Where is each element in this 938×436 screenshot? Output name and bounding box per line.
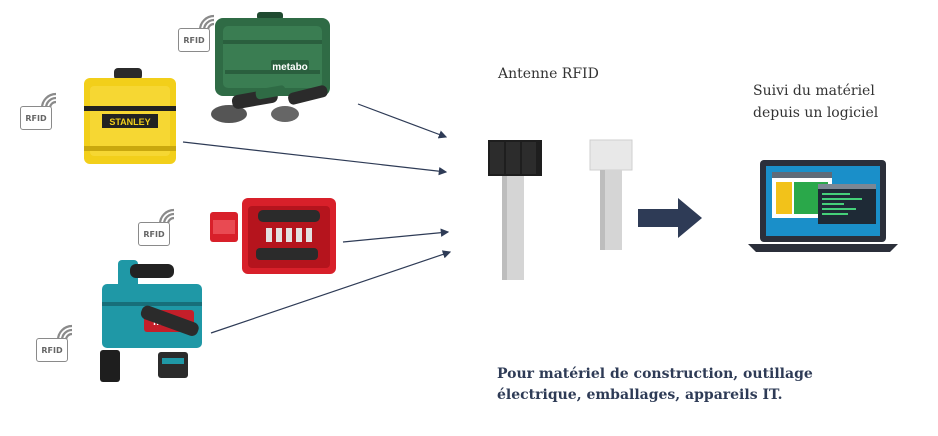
rfid-tag-1: RFID [178, 12, 218, 52]
stanley-logo: STANLEY [109, 117, 150, 127]
rfid-antenna-gates [488, 139, 633, 280]
rfid-tag-2: RFID [20, 90, 60, 130]
makita-case-image: makita [100, 260, 202, 382]
antenna-label: Antenne RFID [498, 66, 599, 82]
connector-line-metabo [357, 103, 448, 139]
software-label-line2: depuis un logiciel [753, 105, 879, 121]
connector-line-stanley [182, 141, 448, 176]
caption-line1: Pour matériel de construction, outillage [497, 366, 813, 382]
rfid-label: RFID [20, 106, 52, 130]
rfid-label: RFID [178, 28, 210, 52]
connector-line-makita [210, 250, 452, 334]
rfid-tag-3: RFID [138, 206, 178, 246]
metabo-logo: metabo [272, 62, 308, 73]
rfid-label: RFID [36, 338, 68, 362]
air-tool-kit-image [210, 198, 336, 274]
metabo-case-image: metabo [211, 12, 330, 123]
caption-line2: électrique, emballages, appareils IT. [497, 387, 783, 403]
arrow-right-icon [638, 198, 702, 238]
stanley-case-image: STANLEY [84, 68, 176, 164]
software-label-line1: Suivi du matériel [753, 83, 875, 99]
rfid-label: RFID [138, 222, 170, 246]
connector-line-airkit [342, 228, 450, 243]
rfid-tag-4: RFID [36, 322, 76, 362]
caption: Pour matériel de construction, outillage… [497, 364, 813, 406]
software-label: Suivi du matériel depuis un logiciel [753, 80, 878, 124]
laptop-icon [748, 160, 898, 252]
